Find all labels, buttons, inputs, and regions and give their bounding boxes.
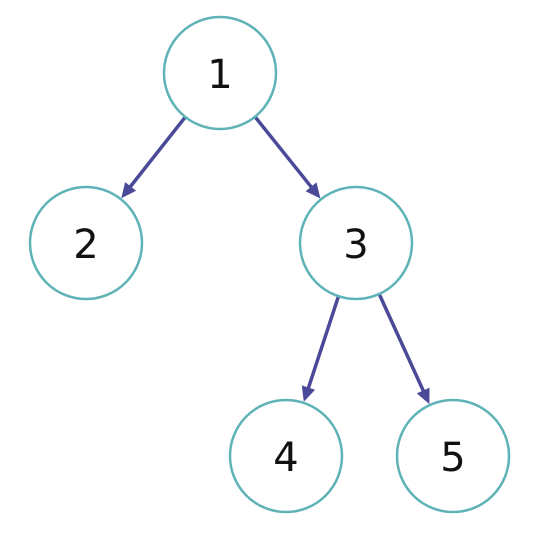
node-circle <box>228 398 344 514</box>
edge-line <box>127 116 187 190</box>
edge-n1-n3 <box>254 116 321 199</box>
arrowhead-icon <box>416 387 430 405</box>
tree-node-3: 3 <box>298 185 414 301</box>
node-circle <box>162 15 278 131</box>
edge-line <box>306 296 340 391</box>
node-circle <box>298 185 414 301</box>
node-circle <box>28 185 144 301</box>
nodes-layer: 1 2 3 4 5 <box>28 15 511 514</box>
tree-node-2: 2 <box>28 185 144 301</box>
arrowhead-icon <box>121 182 137 199</box>
edge-n1-n2 <box>121 116 187 199</box>
edges-layer <box>121 116 430 405</box>
tree-node-1: 1 <box>162 15 278 131</box>
node-label: 1 <box>207 52 232 98</box>
arrowhead-icon <box>305 182 321 199</box>
edge-line <box>378 294 426 394</box>
tree-node-4: 4 <box>228 398 344 514</box>
tree-node-5: 5 <box>395 398 511 514</box>
node-label: 3 <box>343 222 368 268</box>
node-circle <box>395 398 511 514</box>
edge-n3-n5 <box>378 294 430 405</box>
edge-line <box>254 116 314 190</box>
edge-n3-n4 <box>301 296 340 402</box>
node-label: 2 <box>73 222 98 268</box>
node-label: 5 <box>440 435 465 481</box>
arrowhead-icon <box>301 385 316 402</box>
node-label: 4 <box>273 435 298 481</box>
